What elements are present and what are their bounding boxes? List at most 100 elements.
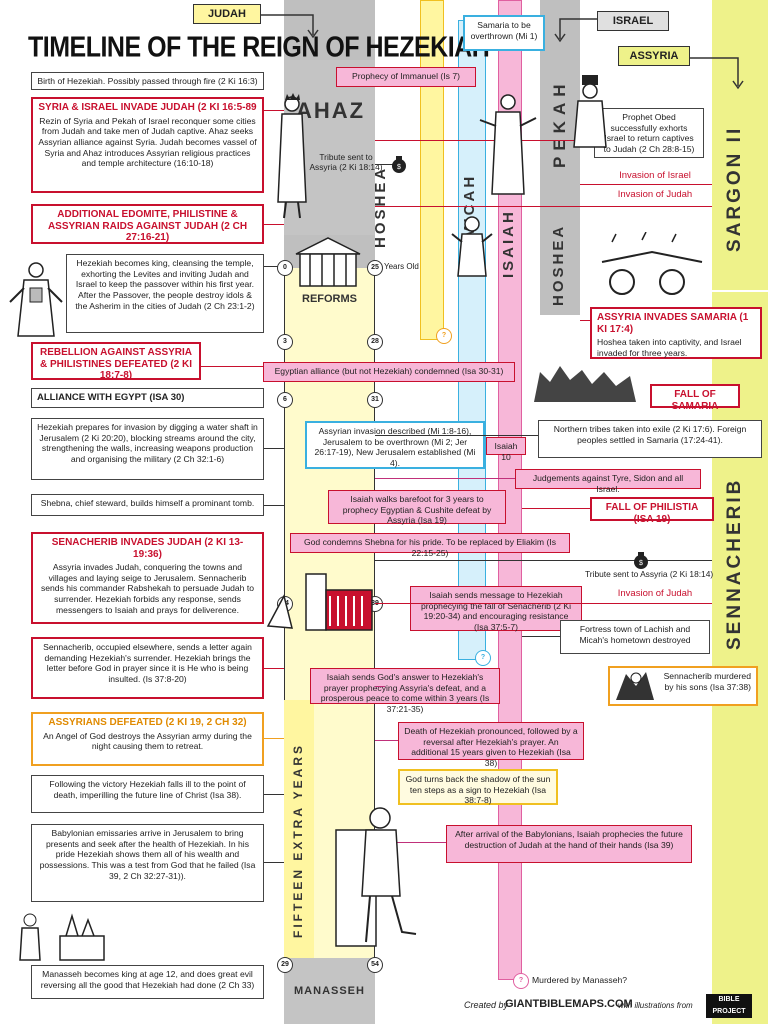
page-title: TIMELINE OF THE REIGN OF HEZEKIAH: [28, 31, 490, 64]
event-water-shaft: Hezekiah prepares for invasion by diggin…: [31, 418, 264, 480]
conn-syria: [264, 110, 284, 111]
conn-babylon-prophecy: [375, 842, 446, 843]
ahaz-king-figure: [277, 93, 307, 219]
conn-king: [264, 266, 278, 267]
event-gods-answer: Isaiah sends God's answer to Hezekiah's …: [310, 668, 500, 714]
assyria-column-band: [712, 0, 768, 1024]
event-lachish: Fortress town of Lachish and Micah's hom…: [560, 620, 710, 654]
marker-age-3: 3: [277, 334, 293, 350]
reforms-label: REFORMS: [302, 293, 357, 305]
event-edomite-raids: ADDITIONAL EDOMITE, PHILISTINE & ASSYRIA…: [31, 204, 264, 244]
senacherib-invades-heading: SENACHERIB INVADES JUDAH (2 KI 13-19:36): [51, 537, 244, 560]
years-old-label: Years Old: [384, 262, 419, 271]
marker-unknown-micah: ?: [475, 650, 491, 666]
event-egypt-condemned: Egyptian alliance (but not Hezekiah) con…: [263, 362, 515, 382]
city-ruins-figure: [534, 366, 636, 402]
hoshea-left-label: HOSHEA: [372, 165, 389, 248]
senacherib-invades-text: Assyria invades Judah, conquering the to…: [40, 562, 255, 615]
event-immanuel: Prophecy of Immanuel (Is 7): [336, 67, 476, 87]
marker-age-54: 54: [367, 957, 383, 973]
conn-rebellion: [201, 366, 263, 367]
judah-tag-arrow: [261, 14, 319, 39]
arrow-tribute-2: [375, 560, 712, 561]
invasion-judah-1-label: Invasion of Judah: [617, 189, 693, 200]
micah-figure: [451, 216, 493, 277]
conn-philistia: [522, 508, 590, 509]
marker-age-6: 6: [277, 392, 293, 408]
tribute-1-label: Tribute sent to Assyria (2 Ki 18:14): [309, 152, 383, 173]
svg-text:$: $: [639, 560, 643, 567]
conn-lachish: [522, 636, 560, 637]
micah-column-band: [458, 20, 486, 660]
edomite-raids-heading: ADDITIONAL EDOMITE, PHILISTINE & ASSYRIA…: [47, 209, 248, 243]
murdered-manasseh-label: Murdered by Manasseh?: [532, 975, 628, 985]
assyria-invades-samaria-heading: ASSYRIA INVADES SAMARIA (1 KI 17:4): [597, 312, 749, 335]
ahaz-label: AHAZ: [296, 98, 366, 123]
marker-age-28: 28: [367, 334, 383, 350]
event-fall-of-samaria: FALL OF SAMARIA: [650, 384, 740, 412]
conn-exile: [375, 435, 538, 436]
event-babylon-prophecy: After arrival of the Babylonians, Isaiah…: [446, 825, 692, 863]
conn-judgements: [375, 478, 515, 479]
syria-invades-text: Rezin of Syria and Pekah of Israel recon…: [38, 115, 257, 169]
event-isaiah-10: Isaiah 10: [486, 437, 526, 462]
marker-age-29: 29: [277, 957, 293, 973]
event-isaiah-message: Isaiah sends message to Hezekiah prophec…: [410, 586, 582, 632]
conn-tribute1: [375, 164, 405, 165]
hoshea-right-label: HOSHEA: [550, 223, 567, 306]
event-assyrians-defeated: ASSYRIANS DEFEATED (2 KI 19, 2 CH 32) An…: [31, 712, 264, 766]
event-northern-exile: Northern tribes taken into exile (2 Ki 1…: [538, 420, 762, 458]
hezekiah-figure: [9, 262, 63, 337]
invasion-israel-label: Invasion of Israel: [619, 170, 691, 181]
sennacherib-murdered-figure: [616, 672, 654, 700]
conn-defeated: [264, 738, 284, 739]
conn-samaria: [580, 320, 590, 321]
marker-age-0: 0: [277, 260, 293, 276]
event-shebna-condemned: God condemns Shebna for his pride. To be…: [290, 533, 570, 558]
hoshea-israel-band: [540, 195, 580, 315]
event-judgements: Judgements against Tyre, Sidon and all I…: [515, 469, 701, 494]
event-syria-invades: SYRIA & ISRAEL INVADE JUDAH (2 KI 16:5-8…: [31, 97, 264, 193]
israel-tag-arrow: [554, 18, 597, 43]
conn-shebna: [264, 505, 284, 506]
conn-answer: [375, 686, 385, 687]
arrow-invasion-judah-2: [375, 603, 712, 604]
prophet-obed-figure: [479, 94, 537, 195]
event-alliance-egypt: ALLIANCE WITH EGYPT (ISA 30): [31, 388, 264, 408]
siege-figure: [266, 573, 373, 631]
event-fall-of-philistia: FALL OF PHILISTIA (ISA 19): [590, 497, 714, 525]
marker-age-31: 31: [367, 392, 383, 408]
arrow-invasion-israel: [580, 184, 712, 185]
assyria-tag-arrow: [690, 57, 744, 90]
conn-death: [375, 740, 398, 741]
event-sundial: God turns back the shadow of the sun ten…: [398, 769, 558, 805]
event-letter: Sennacherib, occupied elsewhere, sends a…: [31, 637, 264, 699]
credit-illustrations: with illustrations from: [618, 1001, 693, 1010]
event-shebna-tomb: Shebna, chief steward, builds himself a …: [31, 494, 264, 516]
money-bag-icon-2: $: [634, 552, 648, 569]
event-senacherib-invades: SENACHERIB INVADES JUDAH (2 KI 13-19:36)…: [31, 532, 264, 624]
conn-ill: [264, 794, 284, 795]
event-death-pronounced: Death of Hezekiah pronounced, followed b…: [398, 722, 584, 768]
event-rebellion: REBELLION AGAINST ASSYRIA & PHILISTINES …: [31, 342, 201, 381]
israel-tag: ISRAEL: [597, 11, 669, 31]
sennacherib-label: SENNACHERIB: [724, 477, 745, 650]
manasseh-label: MANASSEH: [294, 985, 365, 997]
pekah-label: PEKAH: [550, 78, 569, 168]
conn-letter: [264, 668, 284, 669]
fifteen-years-band: [284, 700, 314, 958]
temple-figure: [295, 237, 361, 287]
fall-of-philistia-heading: FALL OF PHILISTIA (ISA 19): [605, 502, 699, 525]
assyria-invades-samaria-text: Hoshea taken into captivity, and Israel …: [597, 337, 742, 358]
event-prophet-obed: Prophet Obed successfully exhorts Israel…: [594, 108, 704, 158]
judah-tag: JUDAH: [193, 4, 261, 24]
chariot-battle-figure: [601, 232, 703, 295]
svg-text:$: $: [397, 164, 401, 171]
event-samaria-overthrown: Samaria to be overthrown (Mi 1): [463, 15, 545, 51]
hoshea-column-band: [420, 0, 444, 340]
event-hezekiah-king: Hezekiah becomes king, cleansing the tem…: [66, 254, 264, 333]
money-bag-icon: $: [392, 156, 406, 173]
tribute-2-label: Tribute sent to Assyria (2 Ki 18:14): [585, 569, 714, 579]
syria-invades-heading: SYRIA & ISRAEL INVADE JUDAH (2 KI 16:5-8…: [38, 102, 257, 113]
